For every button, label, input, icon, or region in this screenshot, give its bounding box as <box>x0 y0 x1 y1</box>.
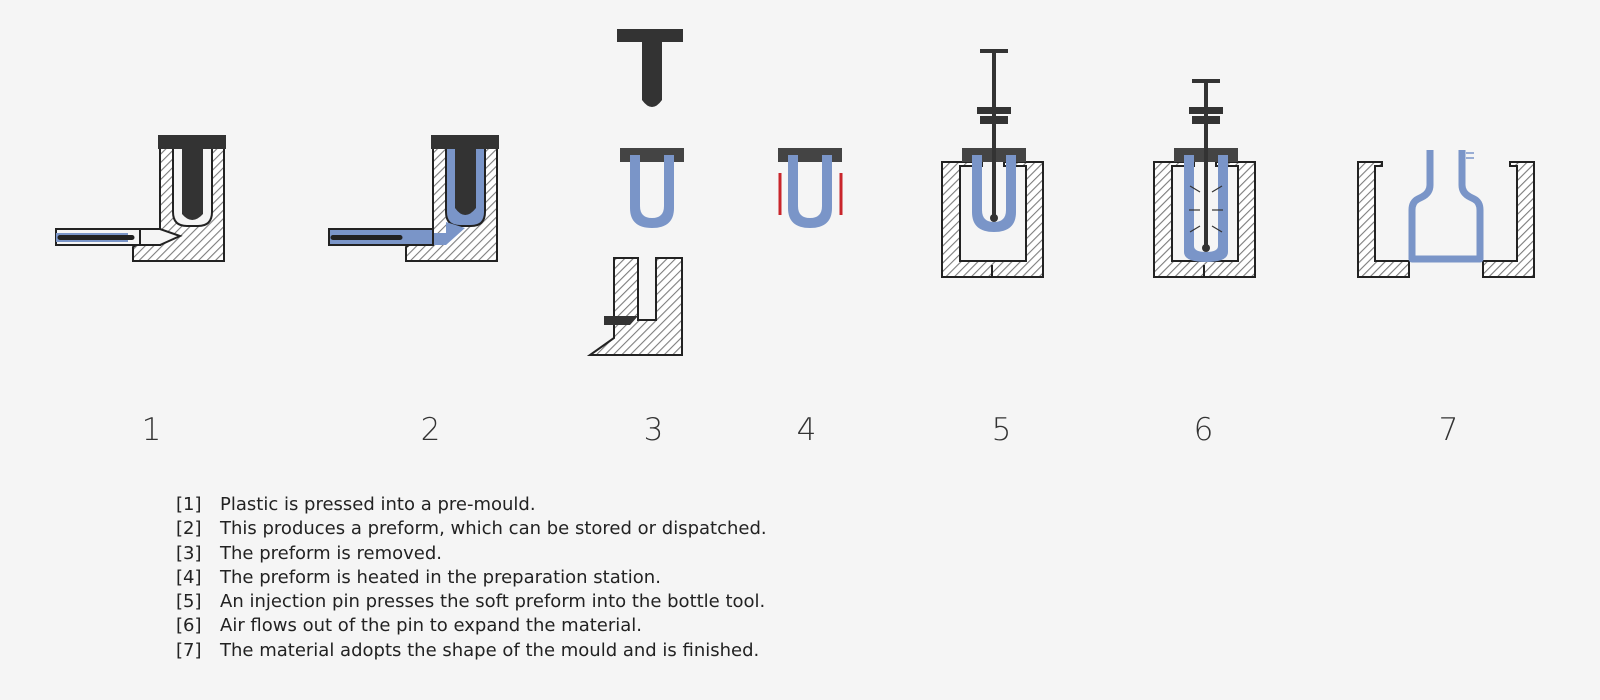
heated-preform <box>788 155 832 228</box>
caption-item: [6] Air flows out of the pin to expand th… <box>176 614 767 638</box>
caption-item: [1] Plastic is pressed into a pre-mould. <box>176 493 767 517</box>
core-pin <box>182 144 203 220</box>
caption-text: Air flows out of the pin to expand the m… <box>220 615 643 637</box>
caption-tag: [4] <box>176 566 202 588</box>
step-number-6: 6 <box>1193 412 1215 448</box>
preform-neck <box>620 148 684 162</box>
caption-text: An injection pin presses the soft prefor… <box>220 591 766 613</box>
finished-bottle <box>1408 150 1484 263</box>
caption-tag: [5] <box>176 591 202 613</box>
opened-bottle-mould-left <box>1357 161 1410 278</box>
caption-item: [2] This produces a preform, which can be… <box>176 517 767 541</box>
bottle-thread <box>1466 152 1474 159</box>
injection-nozzle <box>55 228 183 246</box>
caption-tag: [2] <box>176 518 202 540</box>
step-5-illustration <box>941 49 1044 278</box>
mould-core <box>158 135 226 149</box>
caption-text: The preform is removed. <box>220 542 442 564</box>
caption-tag: [1] <box>176 494 202 515</box>
core-pin <box>455 144 476 215</box>
step-3-illustration <box>586 29 684 356</box>
mould-core <box>431 135 499 149</box>
injection-nozzle <box>328 228 434 246</box>
caption-tag: [3] <box>176 542 202 564</box>
injection-pin <box>1189 79 1223 252</box>
injection-pin <box>977 49 1011 222</box>
opened-bottle-mould-right <box>1482 161 1535 278</box>
step-7-illustration <box>1357 150 1535 278</box>
core-pin-lifted <box>617 29 683 107</box>
caption-item: [4] The preform is heated in the preparat… <box>176 566 767 590</box>
step-number-4: 4 <box>796 412 818 448</box>
caption-tag: [7] <box>176 639 202 661</box>
step-1-illustration <box>55 135 226 262</box>
air-flow-arrows <box>1189 185 1223 233</box>
step-6-illustration <box>1153 79 1256 278</box>
preform <box>630 155 674 228</box>
caption-text: Plastic is pressed into a pre-mould. <box>220 494 536 515</box>
caption-item: [5] An injection pin presses the soft pre… <box>176 590 767 614</box>
caption-text: This produces a preform, which can be st… <box>220 518 767 540</box>
caption-text: The material adopts the shape of the mou… <box>220 639 760 661</box>
opened-mould <box>586 257 683 356</box>
caption-item: [3] The preform is removed. <box>176 542 767 566</box>
preform-neck <box>778 148 842 162</box>
expanding-preform <box>1184 155 1228 262</box>
caption-item: [7] The material adopts the shape of the … <box>176 639 767 663</box>
step-number-2: 2 <box>420 412 442 448</box>
caption-tag: [6] <box>176 615 202 637</box>
step-number-3: 3 <box>643 412 665 448</box>
step-captions: [1]Plastic is pressed into a pre-mould. … <box>176 493 767 663</box>
step-4-illustration <box>778 148 843 228</box>
preform <box>972 155 1016 232</box>
step-number-1: 1 <box>141 412 163 448</box>
step-number-7: 7 <box>1438 412 1460 448</box>
step-number-5: 5 <box>991 412 1013 448</box>
step-2-illustration <box>328 135 499 262</box>
caption-text: The preform is heated in the preparation… <box>220 566 661 588</box>
